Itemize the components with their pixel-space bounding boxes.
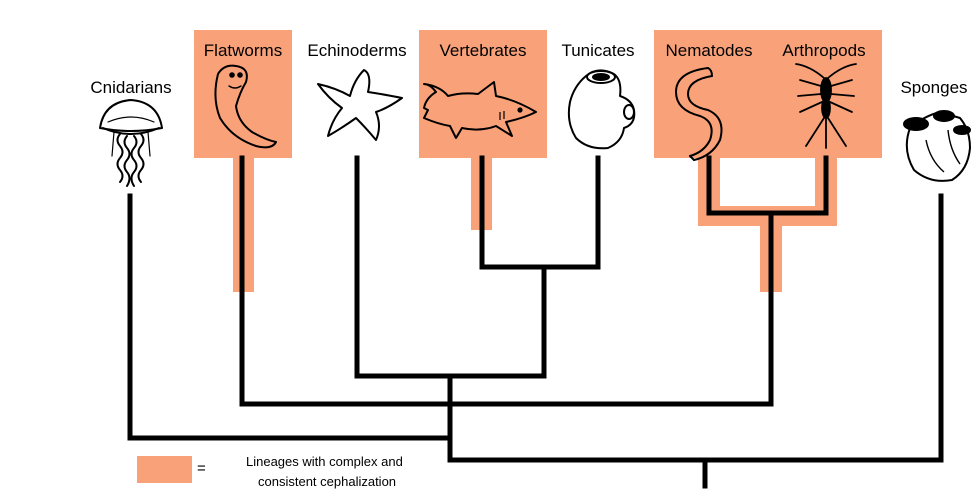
label-vertebrates: Vertebrates [440, 41, 527, 60]
tree-branches [127, 155, 944, 489]
nematode-arthropod-clade [706, 155, 829, 216]
legend-text-line2: consistent cephalization [258, 474, 396, 489]
label-flatworms: Flatworms [204, 41, 282, 60]
vertebrate-tunicate-clade [479, 155, 601, 270]
flatworm-icon [214, 64, 277, 149]
cnidarian-branch [127, 193, 453, 441]
jellyfish-icon [99, 99, 163, 187]
highlight-boxes [194, 30, 882, 158]
nematode-icon [674, 67, 723, 161]
arthropod-icon [795, 63, 857, 149]
label-nematodes: Nematodes [666, 41, 753, 60]
starfish-icon [317, 69, 403, 141]
label-cnidarians: Cnidarians [90, 78, 171, 97]
label-arthropods: Arthropods [782, 41, 865, 60]
label-echinoderms: Echinoderms [307, 41, 406, 60]
shark-icon [423, 81, 537, 139]
legend-text-line1: Lineages with complex and [246, 454, 403, 469]
taxon-labels: Cnidarians Flatworms Echinoderms Vertebr… [90, 41, 967, 97]
label-tunicates: Tunicates [561, 41, 634, 60]
legend-equals: = [197, 460, 206, 477]
protostome-highlight-box [654, 30, 882, 158]
sponge-branch [447, 193, 944, 463]
legend: = Lineages with complex and consistent c… [137, 454, 403, 489]
label-sponges: Sponges [900, 78, 967, 97]
sponge-icon [903, 110, 971, 182]
highlight-lineages [233, 158, 837, 292]
legend-swatch [137, 456, 192, 483]
tunicate-icon [567, 69, 636, 150]
